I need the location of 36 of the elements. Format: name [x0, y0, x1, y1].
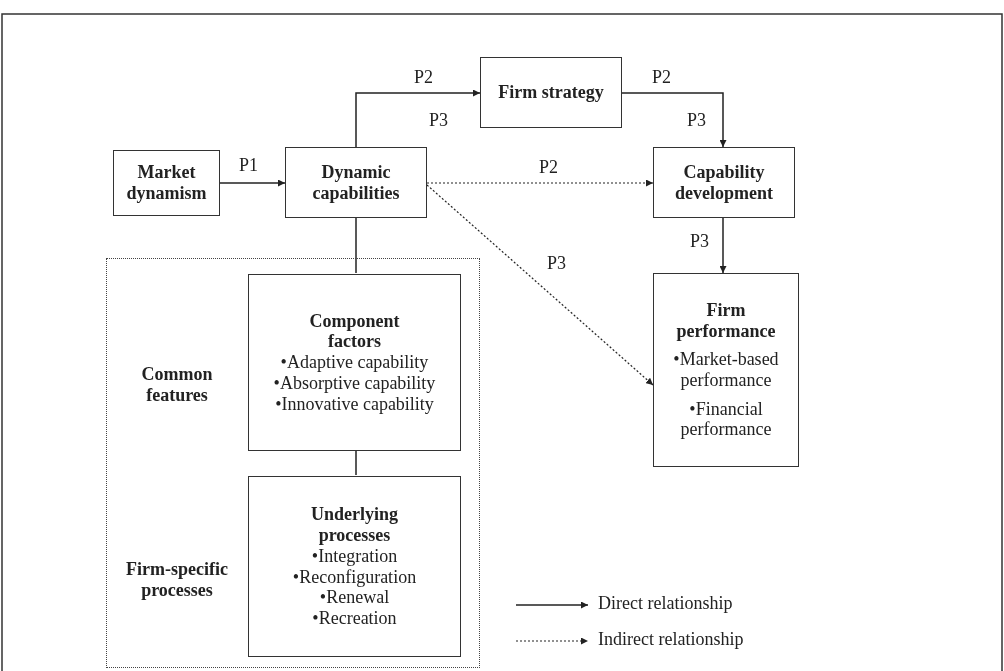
row-heading: Common features	[140, 364, 214, 406]
box-heading: Dynamic capabilities	[311, 161, 401, 204]
box-heading: Firm strategy	[498, 82, 604, 103]
concept-box	[653, 147, 795, 218]
group-box	[106, 258, 480, 668]
bullet-item: •Reconfiguration	[292, 566, 417, 588]
concept-box	[248, 274, 461, 451]
box-heading: Market dynamism	[125, 162, 208, 204]
bullet-item: •Integration	[311, 545, 398, 567]
box-heading: Underlying processes	[310, 504, 399, 546]
dotted-arrow	[426, 179, 654, 187]
bullet-item: •Financial performance	[679, 398, 773, 441]
arrow	[621, 92, 727, 148]
legend-label: Direct relationship	[598, 593, 733, 614]
concept-box	[285, 147, 427, 218]
dotted-arrow	[426, 184, 654, 386]
connector-line	[355, 449, 357, 476]
box-heading: Capability development	[674, 161, 774, 204]
concept-box	[248, 476, 461, 657]
box-heading: Firm performance	[675, 299, 777, 342]
bullet-item: •Market-based performance	[672, 349, 780, 391]
arrow	[219, 179, 286, 187]
bullet-item: •Adaptive capability	[280, 352, 429, 373]
connector-line	[355, 217, 357, 274]
bullet-item: •Renewal	[319, 587, 390, 608]
concept-box	[653, 273, 799, 467]
arrow	[355, 89, 481, 148]
arrow	[719, 217, 727, 274]
concept-box	[113, 150, 220, 216]
bullet-item: •Absorptive capability	[273, 372, 436, 394]
legend-label: Indirect relationship	[598, 629, 744, 650]
bullet-item: •Innovative capability	[275, 393, 434, 415]
box-heading: Component factors	[308, 310, 401, 353]
concept-box	[480, 57, 622, 128]
bullet-item: •Recreation	[312, 607, 397, 629]
row-heading: Firm-specific processes	[125, 559, 229, 601]
